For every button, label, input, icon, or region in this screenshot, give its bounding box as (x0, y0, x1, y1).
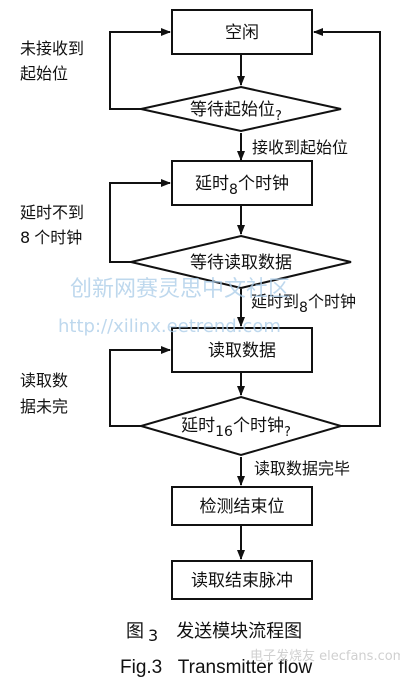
node-delay8-label-a: 延时 (195, 174, 229, 194)
edge-read-incomplete-line1: 读取数 (20, 371, 68, 390)
watermark: 创新网赛灵思中文社区 http://xilinx.eetrend.com (58, 277, 290, 337)
caption-cn-title: 发送模块流程图 (176, 621, 302, 642)
node-read-stop: 读取结束脉冲 (171, 560, 313, 600)
edge-read-incomplete-line2: 据未完 (20, 397, 68, 416)
node-wait-start-label: 等待起始位 (190, 100, 275, 120)
edge-delay-not-reached-num: 8 (20, 228, 30, 247)
node-wait-read-label: 等待读取数据 (190, 253, 292, 273)
edge-received: 接收到起始位 (252, 138, 348, 157)
caption-en: Fig.3 Transmitter flow (120, 657, 312, 678)
node-delay16-label-a: 延时 (181, 416, 215, 436)
watermark-line2: http://xilinx.eetrend.com (58, 316, 281, 337)
edge-delay-reached-num: 8 (299, 300, 308, 316)
edge-delay-reached-c: 个时钟 (308, 292, 356, 311)
node-delay8: 延时8个时钟 (171, 160, 313, 206)
node-check-stop-label: 检测结束位 (200, 497, 285, 517)
node-check-stop: 检测结束位 (171, 486, 313, 526)
logo-text: 电子发烧友 elecfans.com (250, 648, 400, 664)
node-delay8-label-c: 个时钟 (238, 174, 289, 194)
node-delay16: 延时16个时钟? (137, 395, 345, 457)
node-delay16-label-c: 个时钟 (233, 416, 284, 436)
caption-cn-prefix: 图 (126, 621, 144, 642)
watermark-line1: 创新网赛灵思中文社区 (70, 277, 290, 302)
node-wait-start: 等待起始位? (140, 85, 342, 133)
node-delay16-q: ? (284, 425, 291, 440)
edge-delay-not-reached-line1: 延时不到 (20, 203, 84, 222)
svg-text:延时到8个时钟: 延时到8个时钟 (251, 292, 356, 316)
svg-text:延时8个时钟: 延时8个时钟 (195, 174, 289, 198)
edge-delay-not-reached-line2: 个时钟 (34, 228, 82, 247)
svg-text:等待起始位?: 等待起始位? (190, 100, 282, 124)
node-delay16-num: 16 (215, 424, 233, 440)
edge-not-received-line1: 未接收到 (20, 39, 84, 58)
node-idle: 空闲 (171, 9, 313, 55)
connectors (109, 28, 381, 560)
node-wait-read: 等待读取数据 (130, 234, 352, 290)
node-idle-label: 空闲 (225, 23, 259, 43)
node-read: 读取数据 (171, 327, 313, 373)
edge-not-received-line2: 起始位 (20, 64, 68, 83)
node-read-stop-label: 读取结束脉冲 (191, 571, 293, 591)
svg-text:延时16个时钟?: 延时16个时钟? (181, 416, 291, 440)
edge-read-complete: 读取数据完毕 (254, 459, 350, 478)
node-delay8-num: 8 (229, 182, 238, 198)
site-logo: 电子发烧友 elecfans.com (250, 648, 400, 664)
svg-text:8个时钟: 8个时钟 (20, 228, 82, 247)
node-wait-start-q: ? (275, 109, 282, 124)
node-read-label: 读取数据 (208, 341, 276, 361)
caption-cn-num: 3 (148, 626, 158, 645)
edge-delay-reached-a: 延时到 (251, 292, 299, 311)
